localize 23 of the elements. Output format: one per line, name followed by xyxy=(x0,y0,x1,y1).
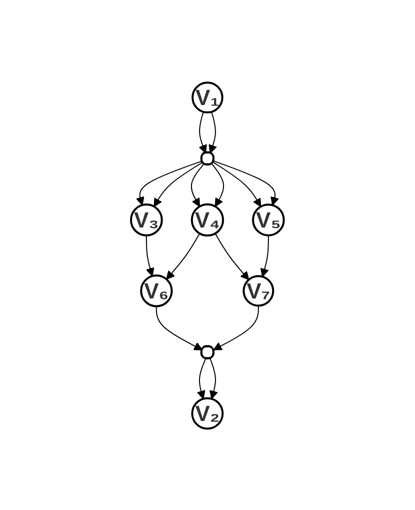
node-circle: V₇ xyxy=(242,274,274,306)
node-circle: V₁ xyxy=(192,81,224,113)
arrow xyxy=(196,358,206,399)
arrow xyxy=(146,234,154,276)
arrow xyxy=(166,232,200,280)
arrow xyxy=(212,161,262,207)
node-circle: V₅ xyxy=(252,203,285,236)
arrow xyxy=(260,234,269,277)
arrow xyxy=(191,162,205,206)
arrow xyxy=(154,161,204,207)
arrow xyxy=(198,110,207,153)
arrow xyxy=(136,160,203,206)
node-circle: V₃ xyxy=(130,203,163,236)
node-circle: V₆ xyxy=(140,274,173,307)
arrow xyxy=(208,110,218,153)
node-circle: V₄ xyxy=(190,202,224,236)
arrow xyxy=(214,232,250,280)
arrow xyxy=(156,305,203,350)
arrow xyxy=(212,162,224,206)
arrow xyxy=(213,160,280,206)
node-circle: V₂ xyxy=(191,396,224,430)
arrow xyxy=(210,358,218,399)
arrow xyxy=(213,304,259,350)
